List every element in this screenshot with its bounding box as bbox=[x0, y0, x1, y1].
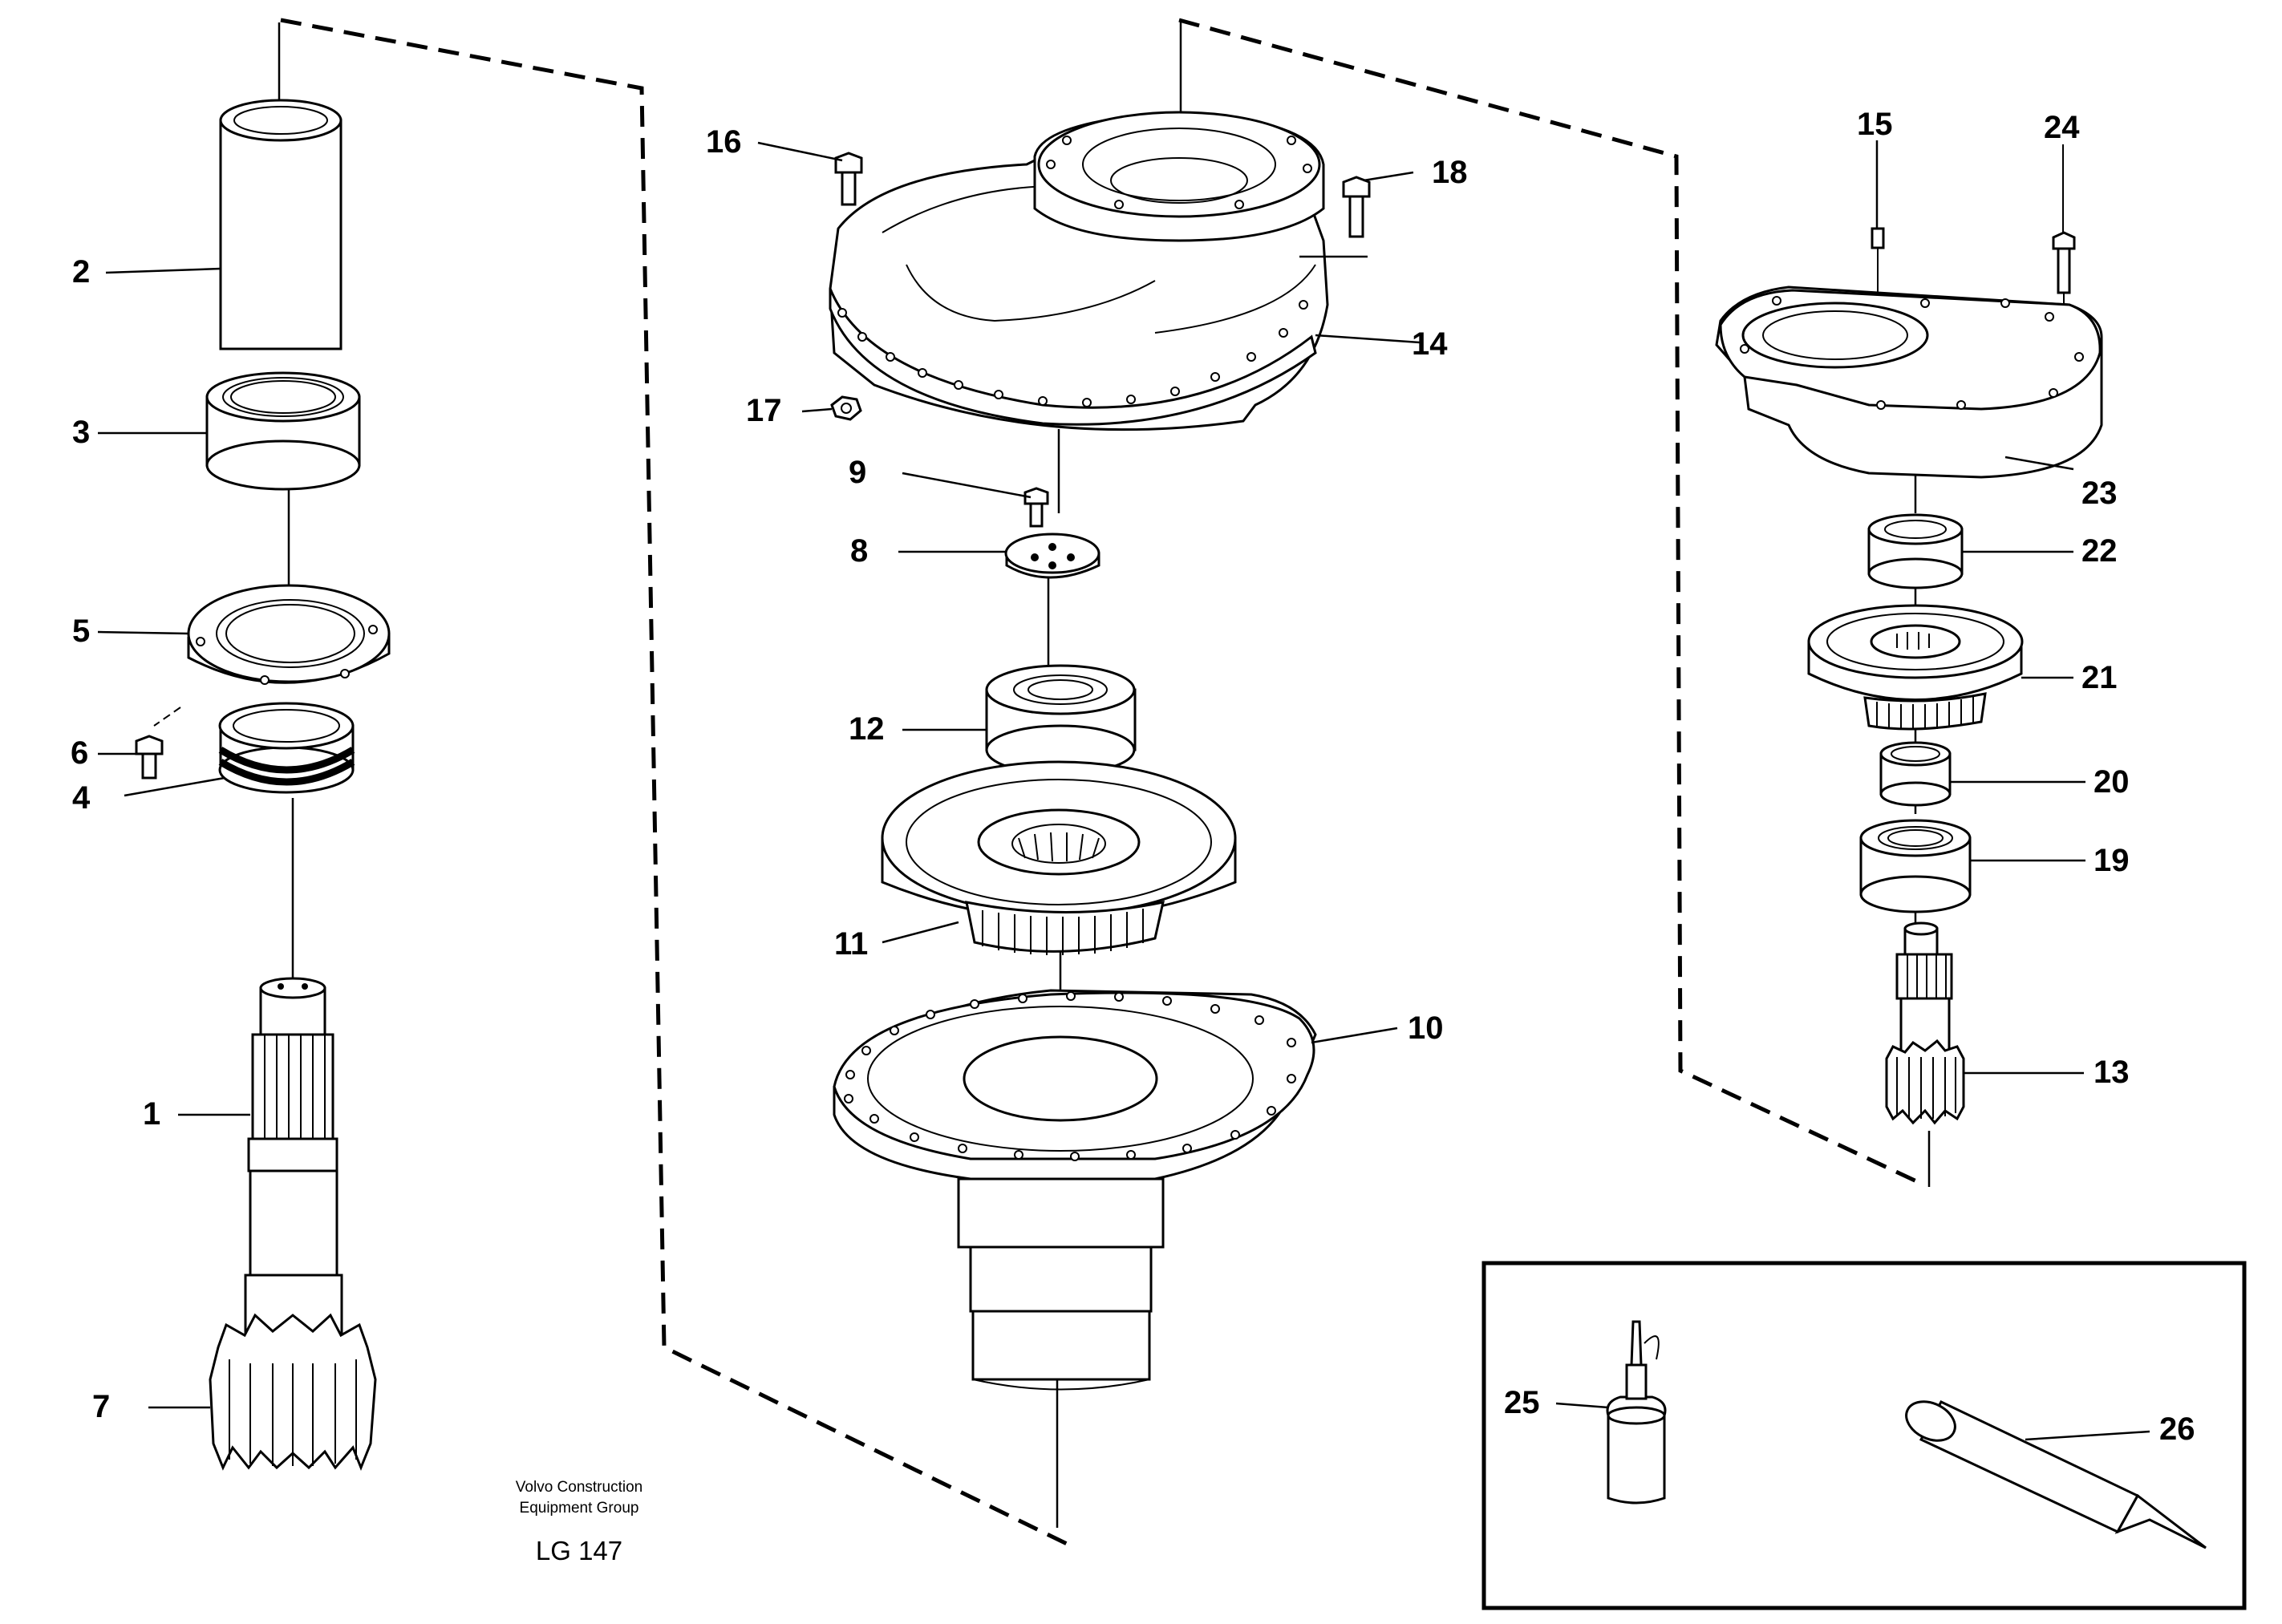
accessories-box bbox=[1481, 1261, 2247, 1610]
bolt-part-16 bbox=[834, 152, 863, 206]
callout-3: 3 bbox=[72, 415, 90, 450]
callout-13: 13 bbox=[2094, 1055, 2130, 1090]
callout-9: 9 bbox=[849, 455, 866, 490]
callout-labels: 2 3 5 6 4 1 7 16 18 14 17 9 8 12 11 10 1… bbox=[71, 107, 2195, 1447]
callout-10: 10 bbox=[1408, 1010, 1444, 1046]
callout-24: 24 bbox=[2044, 110, 2080, 145]
callout-2: 2 bbox=[72, 254, 90, 290]
bearing-part-22 bbox=[1867, 513, 1964, 589]
credit-line-1: Volvo Construction bbox=[516, 1479, 642, 1496]
callout-23: 23 bbox=[2081, 476, 2118, 511]
retaining-plate-part-8 bbox=[1004, 533, 1100, 579]
callout-4: 4 bbox=[72, 780, 91, 816]
bearing-part-3 bbox=[205, 371, 361, 491]
cover-plate-part-23 bbox=[1715, 286, 2103, 479]
screw-part-9 bbox=[1023, 487, 1049, 528]
gear-wheel-part-11 bbox=[881, 760, 1237, 955]
callout-12: 12 bbox=[849, 711, 885, 747]
drawing-credit: Volvo Construction Equipment Group LG 14… bbox=[516, 1479, 642, 1565]
callout-20: 20 bbox=[2094, 764, 2130, 800]
housing-cover-part-14 bbox=[829, 111, 1329, 431]
flange-cover-part-5 bbox=[187, 584, 391, 685]
assembly-dashed-outline bbox=[280, 18, 1927, 1546]
housing-base-part-10 bbox=[833, 989, 1317, 1391]
callout-16: 16 bbox=[706, 124, 742, 160]
middle-gear-housing-assembly bbox=[829, 20, 1371, 1528]
callout-19: 19 bbox=[2094, 843, 2130, 878]
spacer-ring-part-20 bbox=[1879, 741, 1952, 807]
callout-11: 11 bbox=[834, 926, 868, 962]
callout-18: 18 bbox=[1432, 155, 1468, 190]
callout-21: 21 bbox=[2081, 660, 2118, 695]
sleeve-part-2 bbox=[219, 99, 343, 350]
oil-bottle-part-25 bbox=[1606, 1320, 1667, 1505]
callout-25: 25 bbox=[1504, 1385, 1540, 1420]
leader-lines bbox=[97, 140, 2150, 1441]
shaft-part-1 bbox=[209, 977, 377, 1472]
left-shaft-assembly bbox=[135, 22, 391, 1472]
callout-6: 6 bbox=[71, 735, 88, 771]
drawing-code: LG 147 bbox=[536, 1536, 622, 1565]
bearing-part-12 bbox=[985, 664, 1137, 776]
callout-26: 26 bbox=[2159, 1411, 2195, 1447]
gear-wheel-part-21 bbox=[1807, 604, 2024, 731]
bolt-part-6 bbox=[135, 707, 181, 780]
pinion-shaft-part-13 bbox=[1885, 921, 1965, 1125]
right-pinion-assembly bbox=[1715, 144, 2103, 1187]
nut-part-17 bbox=[830, 395, 862, 421]
callout-22: 22 bbox=[2081, 533, 2118, 569]
seal-ring-part-4 bbox=[218, 702, 355, 794]
callout-8: 8 bbox=[850, 533, 868, 569]
callout-14: 14 bbox=[1412, 326, 1448, 362]
callout-15: 15 bbox=[1857, 107, 1893, 142]
bearing-part-19 bbox=[1859, 819, 1972, 913]
callout-5: 5 bbox=[72, 614, 90, 649]
callout-7: 7 bbox=[92, 1389, 110, 1424]
screw-part-24 bbox=[2052, 144, 2076, 341]
credit-line-2: Equipment Group bbox=[520, 1500, 639, 1517]
grease-cartridge-part-26 bbox=[1905, 1400, 2207, 1549]
callout-17: 17 bbox=[746, 393, 782, 428]
bolt-part-18 bbox=[1342, 176, 1371, 238]
callout-1: 1 bbox=[143, 1096, 160, 1132]
